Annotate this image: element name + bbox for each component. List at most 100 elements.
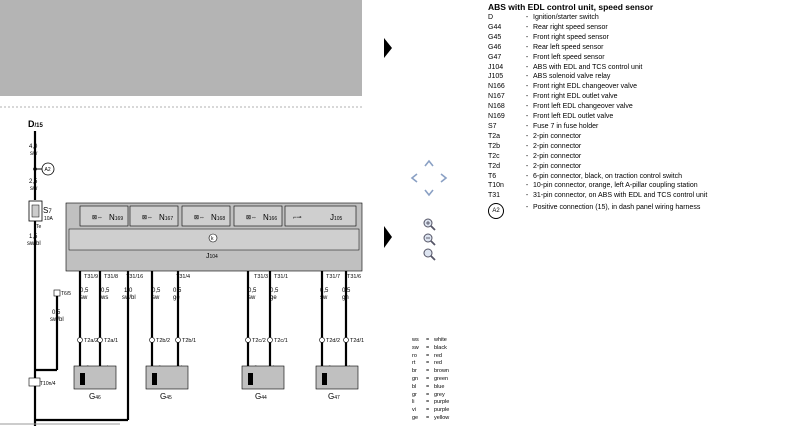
wire-gauge-t6: 0,5 <box>52 310 61 316</box>
svg-text:⊠⇔: ⊠⇔ <box>194 215 205 221</box>
wire-color-name: black <box>434 344 447 351</box>
wire-color-name: grey <box>434 391 445 398</box>
legend-separator: - <box>525 103 529 111</box>
wire-color-code: ro <box>412 352 417 359</box>
ground-symbol <box>208 233 218 243</box>
triangle-right-icon <box>384 38 392 58</box>
pin-label: T31/3 <box>254 274 268 280</box>
legend-text: Front right EDL outlet valve <box>533 93 618 101</box>
svg-text:k: k <box>211 236 214 242</box>
pin-label: T31/16 <box>126 274 143 280</box>
wire-color-name: purple <box>434 399 450 406</box>
zoom-reset-button[interactable] <box>423 248 436 266</box>
page-arrow-upper[interactable] <box>384 38 392 63</box>
legend-text: Ignition/starter switch <box>533 14 599 21</box>
svg-text:0,5: 0,5 <box>152 288 161 294</box>
legend-separator: - <box>525 14 529 21</box>
wire-color-top: sw <box>30 151 38 157</box>
legend-code: G47 <box>488 53 502 61</box>
legend-separator: - <box>525 63 529 71</box>
legend-item: T2d-2-pin connector <box>488 162 707 172</box>
page-arrow-lower[interactable] <box>384 226 392 253</box>
svg-text:sw: sw <box>320 295 328 301</box>
connector-label: T2b/1 <box>182 338 196 344</box>
sensor-g46: 2 1 G46 <box>73 365 117 401</box>
wire-color-code: ge <box>412 414 419 421</box>
connector-label: T2d/1 <box>350 338 364 344</box>
svg-text:sw/bl: sw/bl <box>122 295 136 301</box>
legend-item: G45-Front right speed sensor <box>488 33 707 43</box>
legend-separator: - <box>525 83 529 91</box>
wire-gauge-fuse: 1,5 <box>29 234 38 240</box>
legend-code: T2c <box>488 152 500 160</box>
svg-text:J105: J105 <box>330 213 343 222</box>
svg-text:gn: gn <box>342 295 349 301</box>
pin-label: T31/6 <box>347 274 361 280</box>
equals-sign: = <box>426 414 430 421</box>
legend-code: J104 <box>488 63 504 71</box>
triangle-right-icon <box>384 226 392 248</box>
svg-text:N167: N167 <box>159 213 173 222</box>
pin-label: T31/9 <box>84 274 98 280</box>
legend-item: T10n-10-pin connector, orange, left A-pi… <box>488 181 707 191</box>
connector-t10n <box>28 377 41 387</box>
legend-code: T2a <box>488 132 501 140</box>
pin-label: T31/1 <box>274 274 288 280</box>
zoom-out-button[interactable] <box>423 233 436 251</box>
svg-text:0,5: 0,5 <box>101 288 110 294</box>
wire-color-item: br=brown <box>412 368 449 376</box>
legend-text: 6-pin connector, black, on traction cont… <box>533 172 683 180</box>
legend-text: Front left EDL changeover valve <box>533 103 633 111</box>
equals-sign: = <box>426 383 430 390</box>
zoom-out-icon <box>423 233 436 246</box>
legend-code: J105 <box>488 73 504 81</box>
sensor-g47: 2 1 G47 <box>315 365 359 401</box>
connection-label: A2 <box>45 167 51 173</box>
svg-text:N169: N169 <box>109 213 123 222</box>
wire-color-code: rt <box>412 360 416 367</box>
wire-color-item: ge=yellow <box>412 415 449 423</box>
legend-separator: - <box>525 182 529 190</box>
legend-code: G46 <box>488 43 502 51</box>
previous-page-panel[interactable] <box>0 0 362 96</box>
connector-label: T2d/2 <box>326 338 340 344</box>
positive-connection-a2 <box>41 162 55 176</box>
svg-text:0,5: 0,5 <box>270 288 279 294</box>
legend-code: N167 <box>488 93 505 101</box>
t10-label: T10n/4 <box>40 381 56 387</box>
fuse-label: S7 <box>43 206 52 215</box>
pan-left-button[interactable] <box>409 173 419 183</box>
svg-text:ge: ge <box>173 295 180 301</box>
zoom-in-button[interactable] <box>423 218 436 236</box>
pin-labels: T31/9 T31/8 T31/16 T31/4 T31/3 T31/1 T31… <box>84 274 361 280</box>
legend-code: D <box>488 14 494 21</box>
zoom-in-icon <box>423 218 436 231</box>
wire-color-mid: sw <box>30 186 38 192</box>
legend-code: N168 <box>488 103 505 111</box>
pin-label: T31/8 <box>104 274 118 280</box>
legend-item: G46-Rear left speed sensor <box>488 43 707 53</box>
equals-sign: = <box>426 391 430 398</box>
svg-text:0,5: 0,5 <box>342 288 351 294</box>
wire-color-fuse: sw/bl <box>27 241 41 247</box>
sensor-label: G47 <box>328 392 340 401</box>
legend-item: T31-31-pin connector, on ABS with EDL an… <box>488 191 707 201</box>
legend-item: S7-Fuse 7 in fuse holder <box>488 122 707 132</box>
wire-color-item: ro=red <box>412 353 449 361</box>
svg-text:sw: sw <box>152 295 160 301</box>
ignition-switch-label: D/15 <box>28 119 44 129</box>
pan-down-button[interactable] <box>424 188 434 198</box>
legend-text: Front right speed sensor <box>533 33 609 41</box>
equals-sign: = <box>426 375 430 382</box>
legend-item: D -Ignition/starter switch <box>488 13 707 23</box>
legend-item: N168 -Front left EDL changeover valve <box>488 102 707 112</box>
legend-text: 10-pin connector, orange, left A-pillar … <box>533 182 698 190</box>
legend-item: A2-Positive connection (15), in dash pan… <box>488 203 707 220</box>
pan-right-button[interactable] <box>439 173 449 183</box>
pan-up-button[interactable] <box>424 158 434 168</box>
svg-text:0,5: 0,5 <box>248 288 257 294</box>
equals-sign: = <box>426 399 430 406</box>
chevron-right-icon <box>440 173 448 183</box>
